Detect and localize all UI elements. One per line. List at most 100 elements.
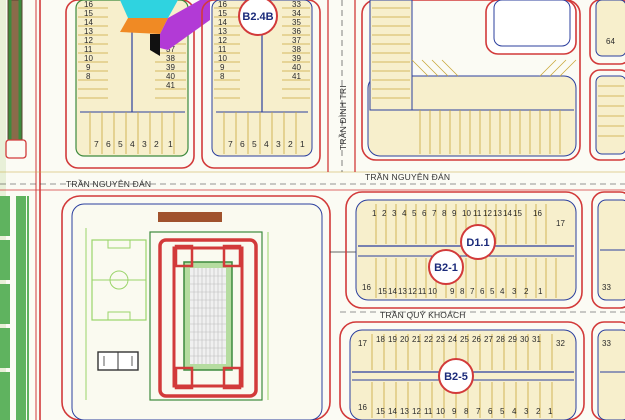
street-label-tran-quy-khoach: TRẦN QUÝ KHOÁCH	[380, 310, 466, 320]
badge-b25-label: B2-5	[444, 371, 468, 383]
svg-text:8: 8	[86, 72, 91, 81]
svg-text:15: 15	[513, 209, 522, 218]
stadium-block	[61, 195, 331, 420]
svg-text:10: 10	[84, 54, 93, 63]
svg-text:37: 37	[166, 45, 175, 54]
svg-text:41: 41	[166, 81, 175, 90]
stadium-stand-roof	[158, 212, 222, 222]
svg-text:33: 33	[602, 339, 611, 348]
svg-text:2: 2	[288, 139, 293, 149]
street-label-tran-nguyen-dan-right: TRẦN NGUYÊN ĐÁN	[365, 172, 450, 182]
svg-text:1: 1	[538, 287, 543, 296]
badge-d11[interactable]: D1.1	[460, 224, 496, 260]
svg-text:12: 12	[218, 36, 227, 45]
svg-text:9: 9	[86, 63, 91, 72]
svg-text:16: 16	[358, 403, 367, 412]
svg-text:8: 8	[464, 407, 469, 416]
svg-text:13: 13	[218, 27, 227, 36]
svg-text:13: 13	[84, 27, 93, 36]
svg-text:5: 5	[252, 139, 257, 149]
block-b-left-numbers: 16 15 14 13 12 11 10 9 8	[218, 0, 227, 81]
svg-text:2: 2	[154, 139, 159, 149]
svg-text:11: 11	[84, 45, 93, 54]
svg-text:1: 1	[168, 139, 173, 149]
badge-b24b[interactable]: B2.4B	[238, 0, 278, 36]
svg-text:16: 16	[218, 0, 227, 9]
svg-text:16: 16	[533, 209, 542, 218]
svg-text:4: 4	[500, 287, 505, 296]
svg-text:5: 5	[500, 407, 505, 416]
svg-text:26: 26	[472, 335, 481, 344]
svg-text:10: 10	[436, 407, 445, 416]
svg-text:6: 6	[488, 407, 493, 416]
block-a-left-numbers: 16 15 14 13 12 11 10 9 8	[84, 0, 93, 81]
svg-text:1: 1	[300, 139, 305, 149]
svg-text:16: 16	[362, 283, 371, 292]
svg-text:11: 11	[218, 45, 227, 54]
svg-text:7: 7	[470, 287, 475, 296]
svg-text:13: 13	[398, 287, 407, 296]
svg-text:8: 8	[442, 209, 447, 218]
svg-text:21: 21	[412, 335, 421, 344]
svg-text:7: 7	[228, 139, 233, 149]
svg-text:9: 9	[452, 407, 457, 416]
svg-text:7: 7	[476, 407, 481, 416]
svg-text:36: 36	[292, 27, 301, 36]
svg-text:1: 1	[548, 407, 553, 416]
b21-top-numbers: 1 2 3 4 5 6 7 8 9 10 11 12 13 14 15 16 1…	[372, 209, 565, 228]
svg-text:10: 10	[218, 54, 227, 63]
svg-text:9: 9	[452, 209, 457, 218]
svg-text:3: 3	[392, 209, 397, 218]
block-top-right	[361, 0, 581, 161]
svg-text:5: 5	[412, 209, 417, 218]
svg-text:32: 32	[556, 339, 565, 348]
svg-text:14: 14	[388, 407, 397, 416]
svg-text:9: 9	[220, 63, 225, 72]
svg-text:39: 39	[292, 54, 301, 63]
svg-text:6: 6	[240, 139, 245, 149]
svg-text:4: 4	[264, 139, 269, 149]
svg-text:12: 12	[408, 287, 417, 296]
svg-text:8: 8	[460, 287, 465, 296]
svg-text:37: 37	[292, 36, 301, 45]
svg-text:15: 15	[218, 9, 227, 18]
svg-text:3: 3	[276, 139, 281, 149]
badge-b25[interactable]: B2-5	[438, 358, 474, 394]
street-label-tran-nguyen-dan-left: TRẦN NGUYÊN ĐÁN	[66, 179, 151, 189]
block-far-right-bottom: 33 33	[591, 191, 625, 420]
svg-text:34: 34	[292, 9, 301, 18]
svg-text:33: 33	[602, 283, 611, 292]
svg-text:28: 28	[496, 335, 505, 344]
svg-text:17: 17	[358, 339, 367, 348]
svg-text:6: 6	[480, 287, 485, 296]
svg-text:4: 4	[512, 407, 517, 416]
svg-text:3: 3	[512, 287, 517, 296]
svg-text:9: 9	[450, 287, 455, 296]
svg-text:41: 41	[292, 72, 301, 81]
svg-text:20: 20	[400, 335, 409, 344]
svg-text:7: 7	[432, 209, 437, 218]
street-label-tran-dinh-tri: TRẦN ĐÌNH TRI	[338, 85, 348, 150]
svg-text:17: 17	[556, 219, 565, 228]
badge-b21[interactable]: B2-1	[428, 249, 464, 285]
svg-text:7: 7	[94, 139, 99, 149]
left-green-lots	[0, 196, 29, 420]
svg-text:14: 14	[218, 18, 227, 27]
svg-text:11: 11	[424, 407, 433, 416]
svg-text:24: 24	[448, 335, 457, 344]
badge-b24b-label: B2.4B	[242, 11, 273, 23]
svg-text:35: 35	[292, 18, 301, 27]
badge-d11-label: D1.1	[466, 237, 489, 249]
svg-text:18: 18	[376, 335, 385, 344]
svg-text:6: 6	[106, 139, 111, 149]
svg-text:15: 15	[376, 407, 385, 416]
svg-text:38: 38	[166, 54, 175, 63]
svg-text:4: 4	[130, 139, 135, 149]
svg-text:29: 29	[508, 335, 517, 344]
svg-text:16: 16	[84, 0, 93, 9]
block-far-right-top: 64	[589, 0, 625, 161]
block-b24b	[201, 0, 321, 169]
svg-text:23: 23	[436, 335, 445, 344]
